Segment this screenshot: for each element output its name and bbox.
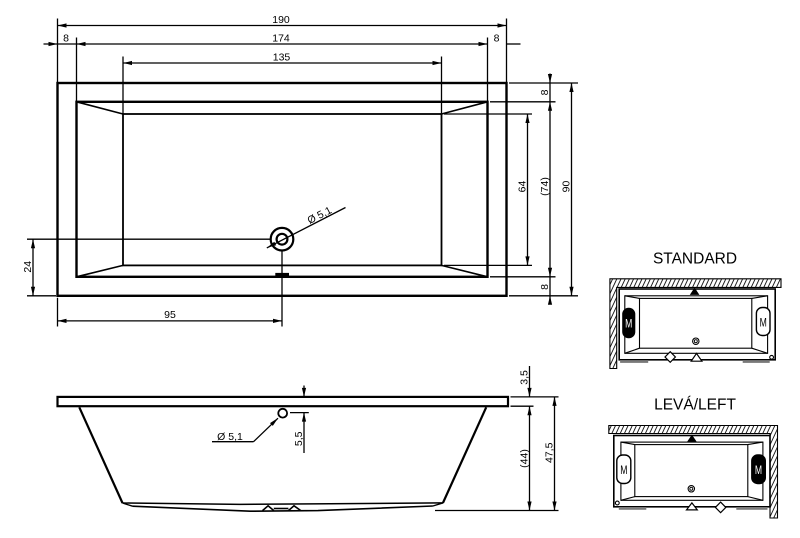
- svg-text:47,5: 47,5: [544, 442, 556, 463]
- svg-text:(74): (74): [539, 177, 551, 196]
- svg-text:5,5: 5,5: [293, 431, 305, 446]
- svg-text:LEVÁ/LEFT: LEVÁ/LEFT: [654, 397, 736, 414]
- svg-text:90: 90: [561, 181, 573, 193]
- svg-text:M: M: [755, 465, 762, 478]
- svg-text:8: 8: [494, 33, 500, 45]
- svg-text:M: M: [760, 317, 767, 330]
- svg-text:8: 8: [63, 33, 69, 45]
- svg-text:64: 64: [517, 181, 529, 193]
- svg-text:135: 135: [273, 52, 291, 64]
- svg-text:8: 8: [539, 89, 551, 95]
- svg-text:STANDARD: STANDARD: [653, 251, 737, 268]
- svg-text:Ø 5,1: Ø 5,1: [305, 204, 333, 226]
- svg-text:190: 190: [272, 14, 290, 26]
- svg-text:M: M: [625, 318, 632, 331]
- svg-text:8: 8: [539, 284, 551, 290]
- svg-text:M: M: [620, 465, 627, 478]
- svg-text:Ø 5,1: Ø 5,1: [217, 431, 243, 443]
- svg-text:95: 95: [164, 309, 176, 321]
- svg-text:174: 174: [272, 33, 290, 45]
- svg-text:24: 24: [22, 261, 34, 273]
- svg-text:(44): (44): [519, 449, 531, 468]
- svg-text:3,5: 3,5: [519, 370, 531, 385]
